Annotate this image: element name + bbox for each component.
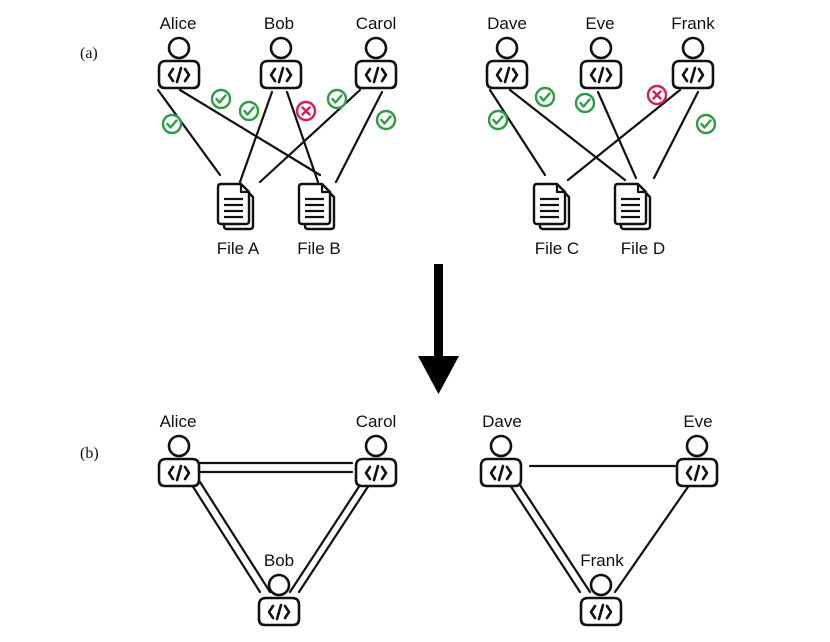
check-circle-icon — [695, 113, 717, 135]
file-stack-icon — [613, 182, 652, 231]
file-stack-icon — [532, 182, 571, 231]
developer-name-dave: Dave — [487, 14, 527, 33]
check-circle-icon — [375, 109, 397, 131]
developer-code-icon — [485, 36, 529, 90]
file-stack-icon — [297, 182, 336, 231]
developer-name-bob: Bob — [264, 551, 294, 570]
developer-code-icon — [671, 36, 715, 90]
check-circle-icon — [534, 86, 556, 108]
down-arrow-icon — [418, 264, 459, 394]
edges-a — [156, 88, 700, 184]
developer-name-frank: Frank — [671, 14, 715, 33]
developer-code-icon — [675, 434, 719, 488]
developer-name-eve: Eve — [683, 412, 712, 431]
developer-name-dave: Dave — [482, 412, 522, 431]
panel-label-a: (a) — [80, 45, 98, 62]
developer-name-alice: Alice — [160, 412, 197, 431]
developer-name-alice: Alice — [160, 14, 197, 33]
developer-name-carol: Carol — [356, 412, 397, 431]
developer-code-icon — [579, 573, 623, 627]
developer-code-icon — [579, 36, 623, 90]
developer-code-icon — [354, 36, 398, 90]
x-circle-icon — [295, 100, 317, 122]
file-label-d: File D — [621, 239, 665, 258]
check-circle-icon — [487, 109, 509, 131]
developer-code-icon — [157, 36, 201, 90]
file-stack-icon — [216, 182, 255, 231]
developer-code-icon — [259, 36, 303, 90]
file-label-a: File A — [217, 239, 260, 258]
check-circle-icon — [161, 113, 183, 135]
file-label-c: File C — [535, 239, 579, 258]
check-circle-icon — [574, 92, 596, 114]
developer-code-icon — [157, 434, 201, 488]
developer-code-icon — [479, 434, 523, 488]
check-circle-icon — [210, 88, 232, 110]
check-circle-icon — [238, 100, 260, 122]
check-circle-icon — [326, 88, 348, 110]
developer-name-frank: Frank — [580, 551, 624, 570]
developer-name-bob: Bob — [264, 14, 294, 33]
panel-label-b: (b) — [80, 445, 99, 462]
x-circle-icon — [646, 84, 668, 106]
developer-name-carol: Carol — [356, 14, 397, 33]
developer-code-icon — [354, 434, 398, 488]
file-label-b: File B — [297, 239, 340, 258]
developer-name-eve: Eve — [585, 14, 614, 33]
edges-b — [188, 461, 692, 594]
